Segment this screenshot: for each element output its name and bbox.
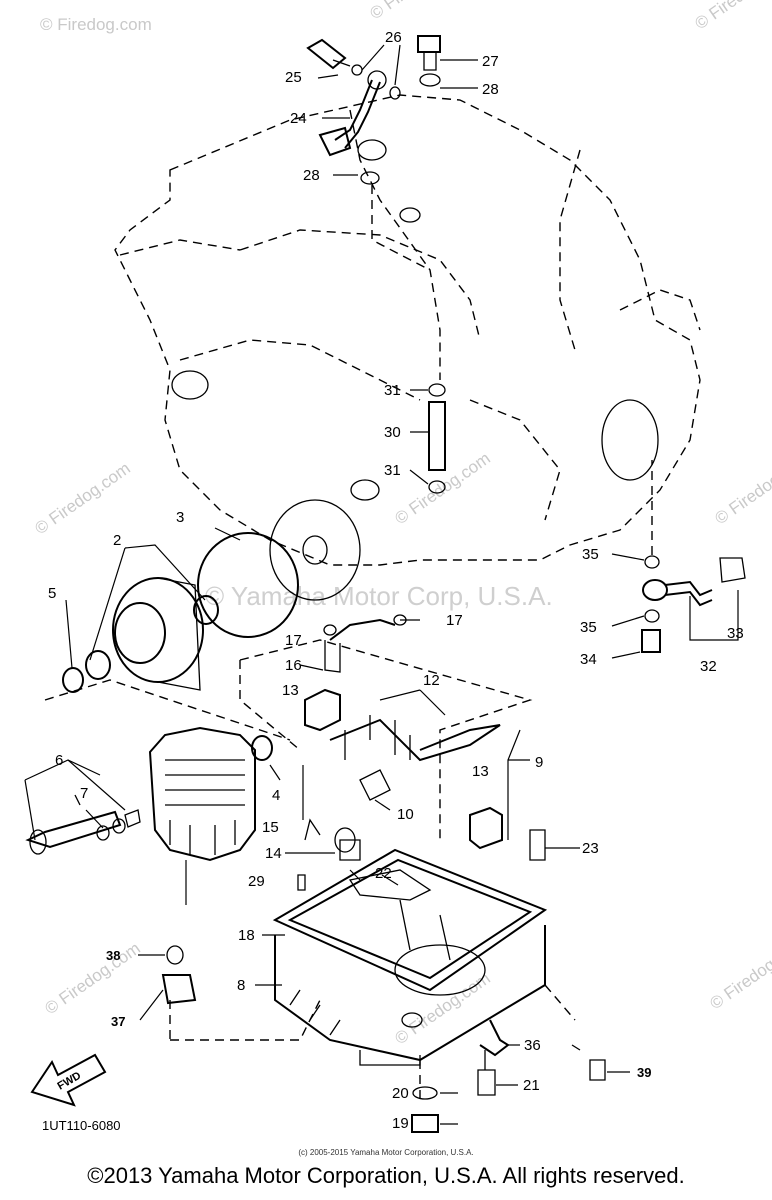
callout-label: 27 [482,53,499,70]
callout-label: 10 [397,806,414,823]
oil-delivery-top-assembly [306,35,478,185]
callout-label: 6 [55,752,63,769]
watermark-layer: © Firedog.com © Firedog.com © Firedog.co… [31,0,772,1048]
callout-label: 23 [582,840,599,857]
forward-direction-arrow: FWD [30,1053,107,1107]
watermark: © Firedog.com [41,939,143,1019]
callout-label: 18 [238,927,255,944]
crankcase-outline [114,94,701,601]
callout-label: 13 [282,682,299,699]
callout-label: 30 [384,424,401,441]
strainer-assembly [239,614,533,854]
watermark: © Firedog.com [391,449,493,529]
callout-label: 16 [285,657,302,674]
callout-label: 29 [248,873,265,890]
callout-label: 7 [80,785,88,802]
watermark: © Firedog.com [706,934,772,1014]
callout-label: 38 [106,948,120,963]
callout-label: 31 [384,382,401,399]
callout-label: 5 [48,585,56,602]
callout-labels: 2 3 4 5 6 7 8 9 10 12 13 13 14 15 16 17 … [48,29,744,1132]
callout-label: 20 [392,1085,409,1102]
callout-label: 17 [285,632,302,649]
callout-label: 21 [523,1077,540,1094]
watermark: © Firedog.com [31,459,133,539]
callout-label: 28 [482,81,499,98]
callout-label: 17 [446,612,463,629]
callout-label: 8 [237,977,245,994]
watermark: © Firedog.com [40,15,152,34]
callout-label: 14 [265,845,282,862]
oil-pan-assembly [169,829,580,1100]
watermark: © Firedog.com [691,0,772,33]
callout-label: 37 [111,1014,125,1029]
callout-label: 4 [272,787,280,804]
callout-label: 12 [423,672,440,689]
callout-label: 24 [290,110,307,127]
diagram-part-number: 1UT110-6080 [42,1118,121,1133]
watermark: © Firedog.com [366,0,468,23]
watermark-center: © Yamaha Motor Corp, U.S.A. [205,581,553,611]
callout-label: 22 [375,865,392,882]
oil-pipe-assembly [409,383,446,494]
callout-label: 9 [535,754,543,771]
callout-label: 35 [582,546,599,563]
callout-label: 32 [700,658,717,675]
callout-label: 3 [176,509,184,526]
watermark: © Firedog.com [711,449,772,529]
oil-filter-group [24,527,299,905]
drain-and-sensor-parts [138,945,630,1133]
oil-hose-right-assembly [611,460,746,659]
callout-label: 36 [524,1037,541,1054]
callout-label: 31 [384,462,401,479]
callout-label: 19 [392,1115,409,1132]
callout-label: 2 [113,532,121,549]
callout-label: 25 [285,69,302,86]
callout-label: 33 [727,625,744,642]
copyright-footer: ©2013 Yamaha Motor Corporation, U.S.A. A… [87,1163,685,1188]
callout-label: 28 [303,167,320,184]
callout-label: 15 [262,819,279,836]
callout-label: 13 [472,763,489,780]
callout-label: 35 [580,619,597,636]
callout-label: 39 [637,1065,651,1080]
small-copyright-line: (c) 2005-2015 Yamaha Motor Corporation, … [298,1148,474,1157]
callout-label: 26 [385,29,402,46]
callout-label: 34 [580,651,597,668]
